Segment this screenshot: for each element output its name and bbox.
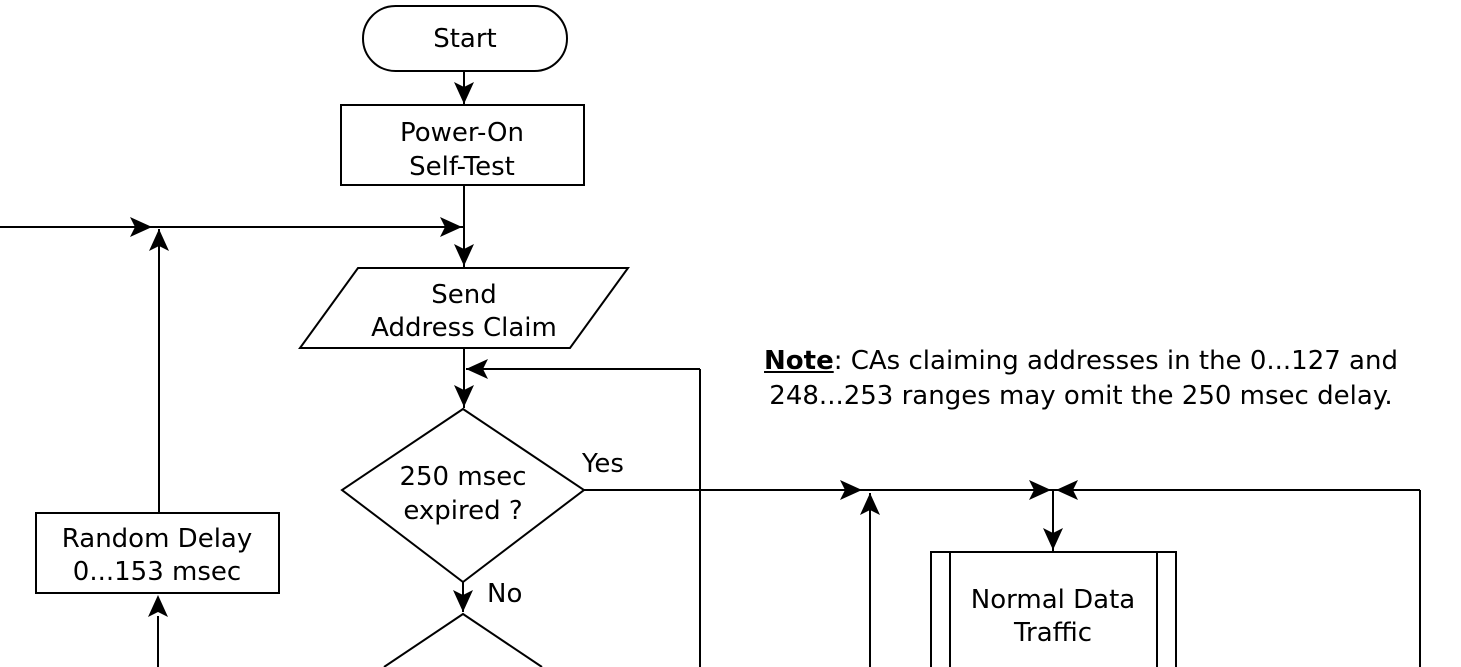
arrowhead-left	[1056, 480, 1078, 500]
arrowhead-down	[454, 385, 474, 407]
edge-bottom-into-random-delay	[148, 595, 168, 667]
arrowhead-right	[440, 217, 462, 237]
yes-edge-label: Yes	[581, 449, 624, 479]
power-on-self-test-label-line2: Self-Test	[409, 152, 515, 182]
arrowhead-down	[454, 82, 474, 104]
no-edge-label: No	[487, 579, 522, 609]
note-word: Note	[764, 346, 834, 376]
arrowhead-right	[840, 480, 862, 500]
node-send-address-claim	[298, 267, 630, 349]
edge-start-to-self-test	[454, 71, 474, 104]
edge-random-delay-up-to-claim	[149, 229, 169, 513]
node-250-msec-decision	[340, 407, 586, 584]
node-power-on-self-test	[340, 104, 585, 186]
edge-send-claim-to-decision	[454, 348, 474, 408]
note-line2-text: 248...253 ranges may omit the 250 msec d…	[769, 381, 1393, 411]
arrowhead-right	[130, 217, 152, 237]
node-next-decision-partial	[383, 612, 543, 667]
arrowhead-left	[466, 359, 488, 379]
random-delay-label-line2: 0...153 msec	[73, 557, 241, 587]
edge-bottom-merge-into-yes-line	[860, 493, 880, 667]
start-label: Start	[433, 24, 497, 54]
edge-self-test-to-send-claim	[454, 185, 474, 267]
power-on-self-test-label-line1: Power-On	[400, 118, 524, 148]
arrowhead-down	[453, 590, 473, 612]
decision-label-line2: expired ?	[403, 496, 522, 526]
normal-data-traffic-label-line1: Normal Data	[971, 585, 1135, 615]
edge-into-normal-traffic	[1043, 490, 1063, 551]
edge-left-entry	[0, 217, 464, 237]
arrowhead-down	[1043, 528, 1063, 550]
random-delay-label-line1: Random Delay	[62, 524, 252, 554]
normal-data-traffic-label-line2: Traffic	[1013, 618, 1092, 648]
decision-label-line1: 250 msec	[399, 462, 526, 492]
arrowhead-right	[1029, 480, 1051, 500]
predefined-process-outline	[930, 551, 1177, 667]
node-normal-data-traffic	[930, 551, 1177, 667]
arrowhead-down	[454, 244, 474, 266]
node-random-delay	[35, 512, 280, 594]
edge-decision-yes	[584, 480, 1421, 667]
arrowhead-up	[149, 229, 169, 251]
send-address-claim-label-line1: Send	[431, 280, 496, 310]
edge-decision-no	[453, 582, 473, 612]
arrowhead-up	[860, 493, 880, 515]
note-annotation: Note: CAs claiming addresses in the 0...…	[718, 344, 1444, 414]
node-start-terminator	[362, 5, 568, 72]
edge-feedback-into-claim-line	[466, 359, 701, 667]
send-address-claim-label-line2: Address Claim	[371, 313, 557, 343]
note-line1-text: : CAs claiming addresses in the 0...127 …	[833, 346, 1398, 376]
arrowhead-up	[148, 595, 168, 617]
